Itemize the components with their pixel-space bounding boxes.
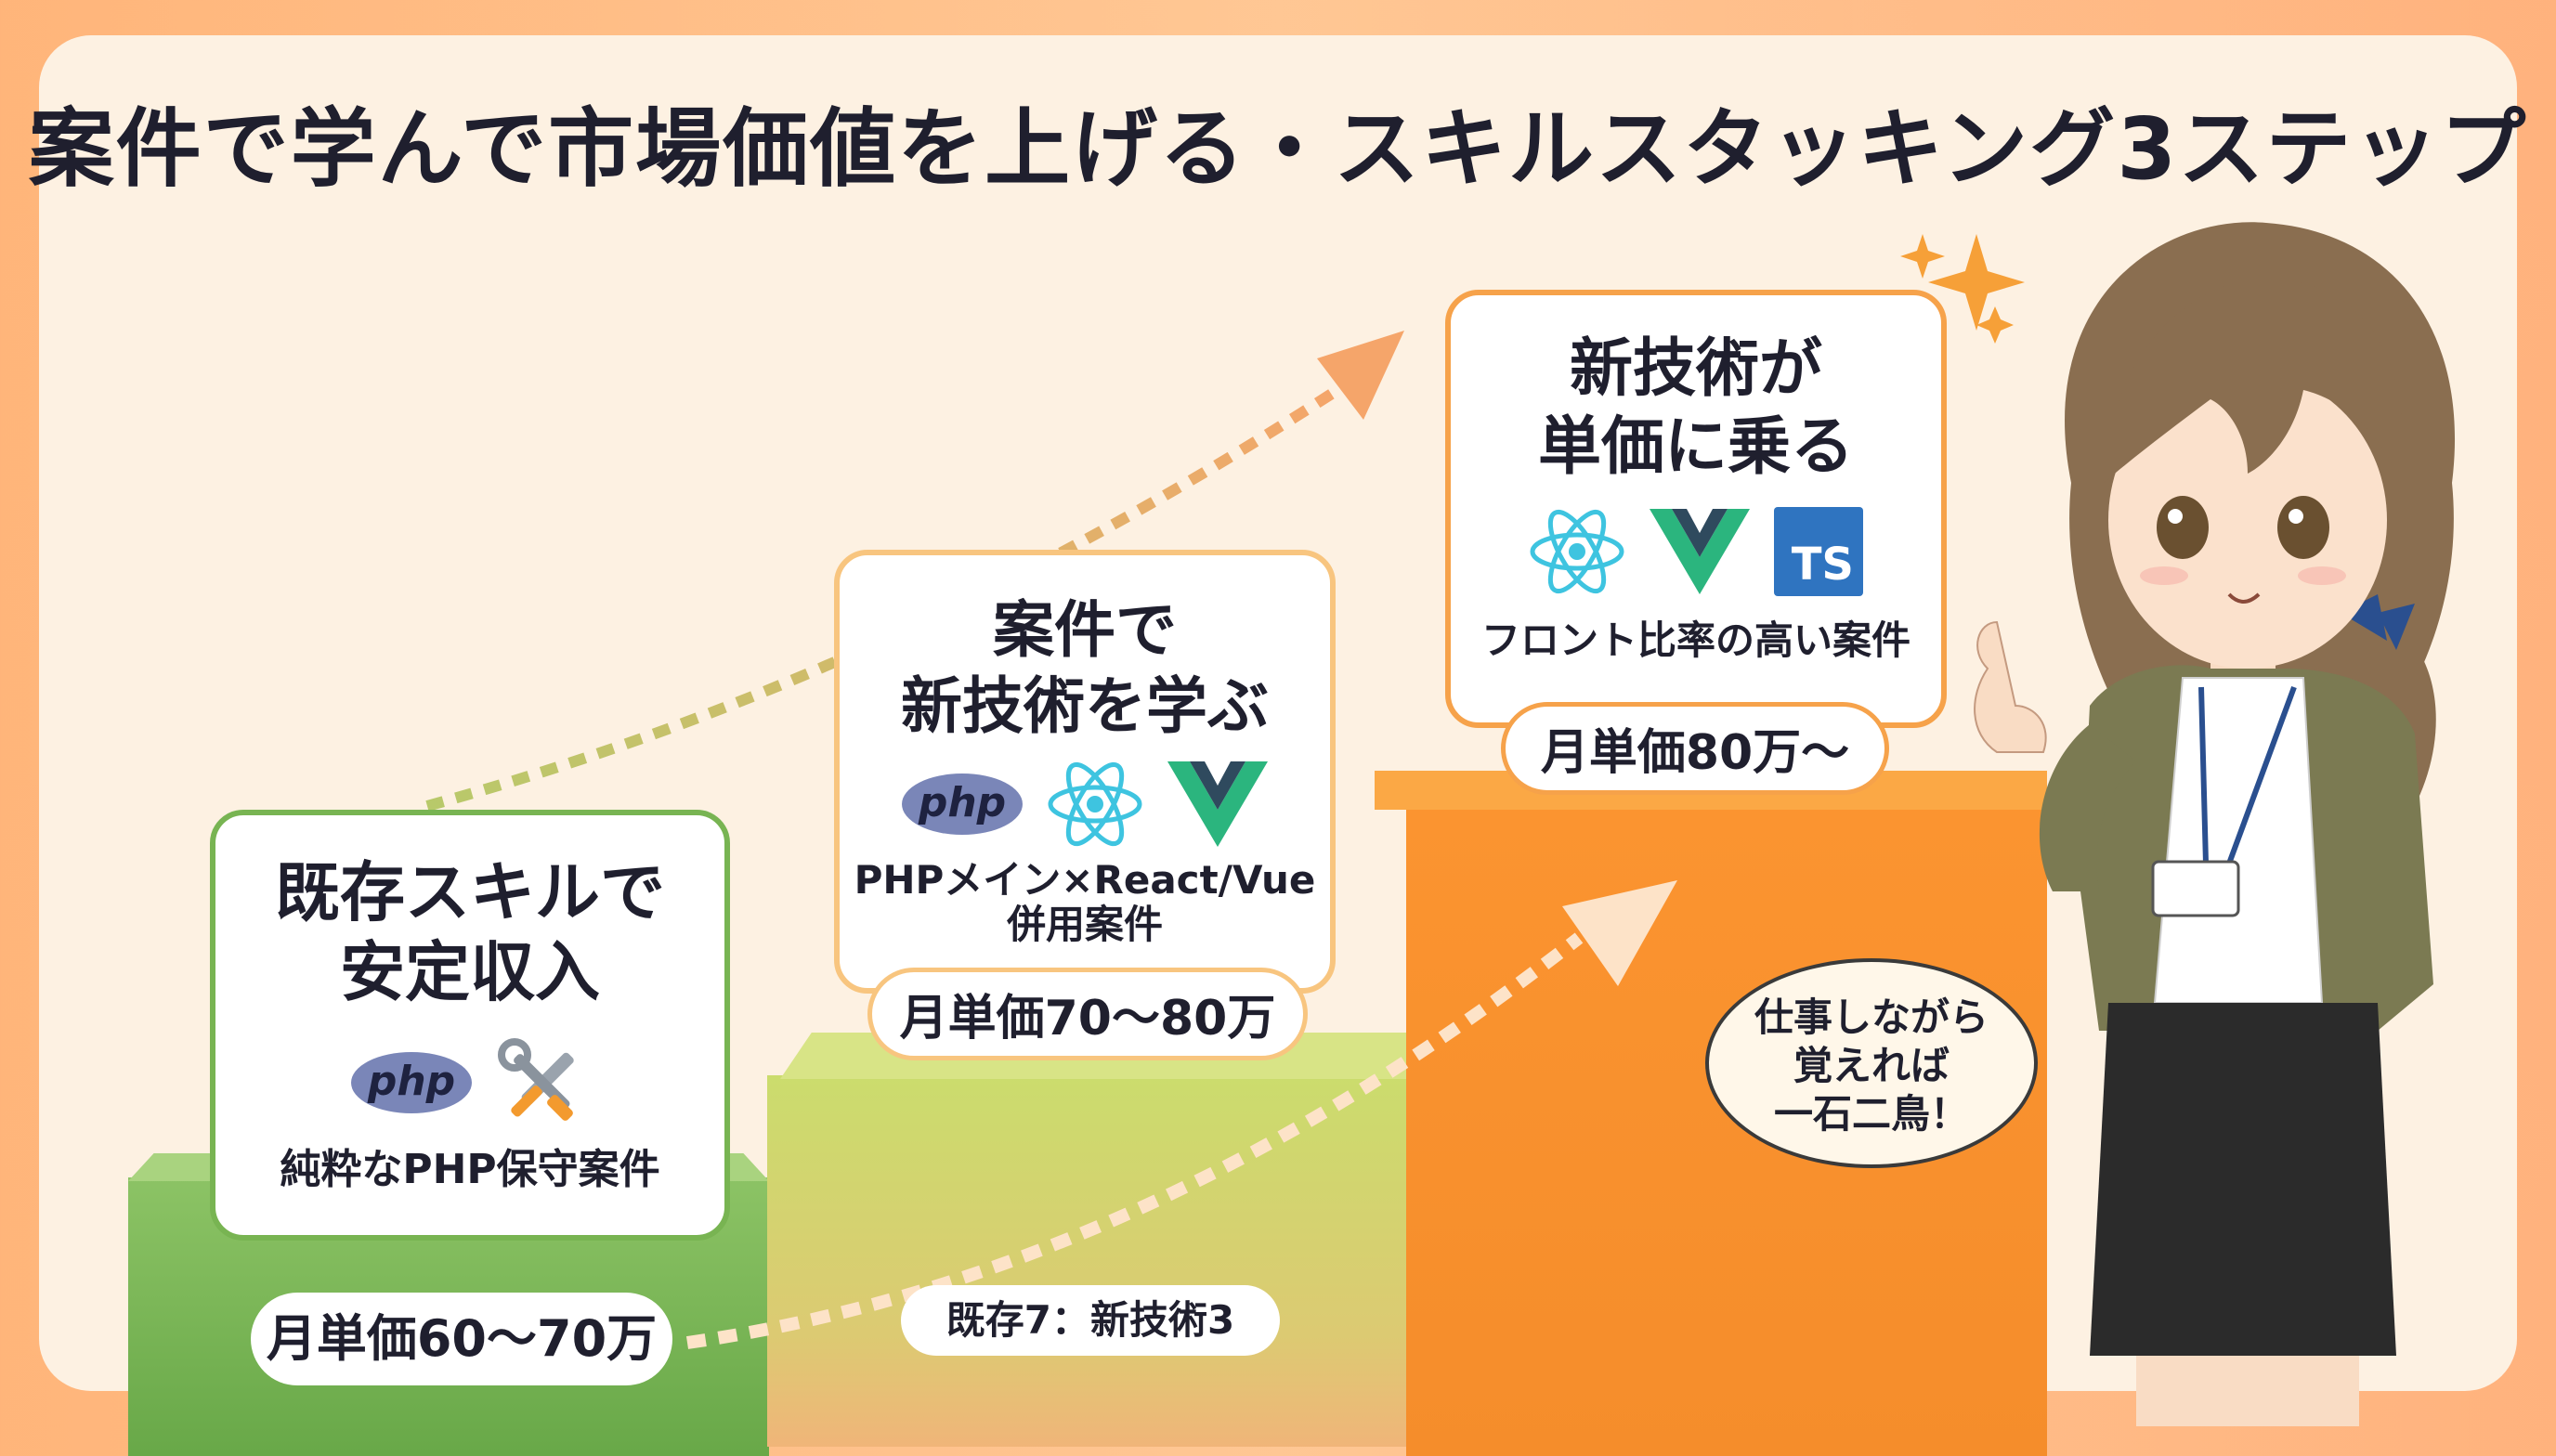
speech-bubble-line: 一石二鳥！ <box>1773 1091 1969 1137</box>
step-2-title: 案件で 新技術を学ぶ <box>840 592 1330 745</box>
page-title: 案件で学んで市場価値を上げる・スキルスタッキング3ステップ <box>28 99 2528 199</box>
blush <box>2140 566 2188 585</box>
speech-bubble-line: 覚えれば <box>1793 1043 1950 1088</box>
hair-bangs <box>2104 279 2404 483</box>
php-logo-icon: php <box>902 774 1023 835</box>
sparkle-icon <box>1976 306 2014 344</box>
step-1-title-line: 安定収入 <box>340 934 600 1010</box>
skill-ratio-label: 既存7：新技術3 <box>901 1285 1280 1356</box>
step-1-icons: php <box>215 1036 724 1129</box>
step-2-title-line: 新技術を学ぶ <box>901 670 1269 742</box>
step-3-card: 新技術が 単価に乗る TS フロント比率の高い案件 <box>1445 290 1947 728</box>
left-eye <box>2157 496 2209 559</box>
step-3-title-line: 新技術が <box>1569 332 1822 406</box>
step-1-price-badge: 月単価60〜70万 <box>251 1293 672 1385</box>
sparkle-icon <box>1928 234 2025 331</box>
step-2-card: 案件で 新技術を学ぶ php PHPメイン×React/Vue 併用案件 <box>834 550 1336 994</box>
speech-bubble-line: 仕事しながら <box>1754 994 1989 1040</box>
react-logo-icon <box>1048 761 1142 847</box>
typescript-logo-icon: TS <box>1774 507 1863 596</box>
step-2-title-line: 案件で <box>993 594 1177 666</box>
blush <box>2298 566 2346 585</box>
step-3-title: 新技術が 単価に乗る <box>1451 331 1941 487</box>
mouth <box>2227 592 2261 604</box>
right-eye <box>2277 496 2329 559</box>
step-1-title: 既存スキルで 安定収入 <box>215 852 724 1012</box>
tools-icon <box>498 1038 574 1121</box>
speech-bubble: 仕事しながら 覚えれば 一石二鳥！ <box>1705 958 2038 1168</box>
php-logo-icon: php <box>351 1052 472 1113</box>
step-3-description: フロント比率の高い案件 <box>1480 618 1910 663</box>
step-2-description: PHPメイン×React/Vue 併用案件 <box>840 858 1330 947</box>
skirt <box>2090 1003 2396 1356</box>
face <box>2108 371 2387 669</box>
step-3-price-badge: 月単価80万〜 <box>1501 702 1889 795</box>
vue-logo-icon <box>1167 761 1268 847</box>
step-2-price-badge: 月単価70〜80万 <box>867 968 1308 1060</box>
step-1-title-line: 既存スキルで <box>275 854 665 930</box>
legs <box>2136 1356 2359 1426</box>
sparkle-icon <box>1900 234 1945 279</box>
step-3-title-line: 単価に乗る <box>1537 410 1854 484</box>
step-2-description-line: PHPメイン×React/Vue <box>854 857 1316 903</box>
lanyard <box>2198 685 2297 865</box>
step-2-block <box>767 1075 1408 1447</box>
step-1-card: 既存スキルで 安定収入 php 純粋なPHP保守案件 <box>210 810 730 1241</box>
id-badge <box>2151 860 2240 917</box>
react-logo-icon <box>1530 509 1624 594</box>
step-1-description: 純粋なPHP保守案件 <box>280 1146 660 1193</box>
step-2-icons: php <box>840 760 1330 849</box>
lower-arrow-head <box>1562 880 1677 986</box>
lower-dotted-arrow <box>686 932 1584 1349</box>
upper-arrow-head <box>1317 331 1404 420</box>
vue-logo-icon <box>1650 509 1750 594</box>
character-illustration <box>1974 222 2456 1426</box>
raised-arm <box>2039 724 2136 891</box>
pointing-hand <box>1974 620 2047 753</box>
step-3-icons: TS <box>1451 507 1941 596</box>
step-2-description-line: 併用案件 <box>1006 902 1163 947</box>
